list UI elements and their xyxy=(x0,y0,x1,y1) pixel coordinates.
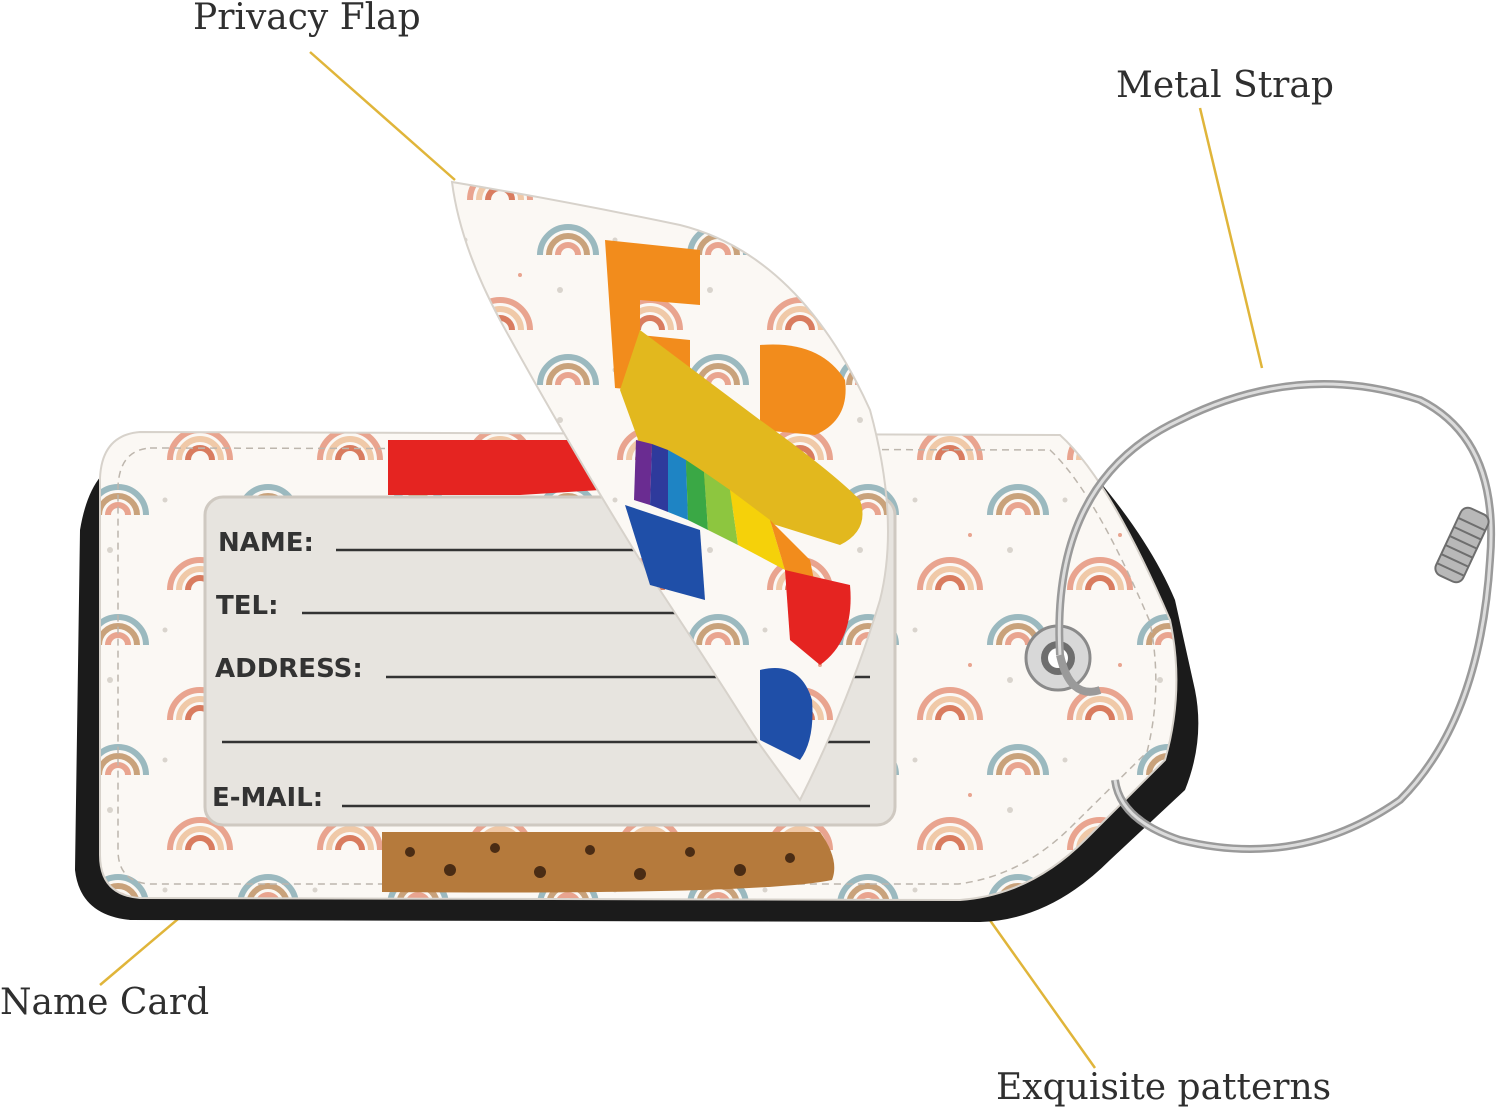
metal-strap-icon[interactable] xyxy=(1055,380,1496,853)
screw-lock-icon xyxy=(1434,506,1490,584)
exquisite-patterns-callout: Exquisite patterns xyxy=(996,1067,1332,1108)
flap-orange-letters xyxy=(605,240,700,395)
tel-field-label: TEL: xyxy=(216,591,278,621)
flap-rainbow-stripes xyxy=(634,440,851,665)
flap-blue-shape xyxy=(625,505,705,600)
name-card-callout: Name Card xyxy=(0,982,210,1023)
flap-blue-hand xyxy=(760,668,813,760)
metal-strap-callout: Metal Strap xyxy=(1116,65,1334,106)
name-field-label: NAME: xyxy=(218,528,314,558)
tag-stitching xyxy=(117,447,1157,885)
email-field-label: E-MAIL: xyxy=(212,783,323,813)
address-field-label: ADDRESS: xyxy=(215,654,363,684)
flap-orange-fist xyxy=(760,344,846,435)
pattern-leopard-hand xyxy=(382,832,835,893)
pattern-red-block xyxy=(388,440,600,495)
flap-yellow-shape xyxy=(620,330,863,545)
privacy-flap[interactable] xyxy=(450,180,889,802)
privacy-flap-callout: Privacy Flap xyxy=(193,0,421,38)
